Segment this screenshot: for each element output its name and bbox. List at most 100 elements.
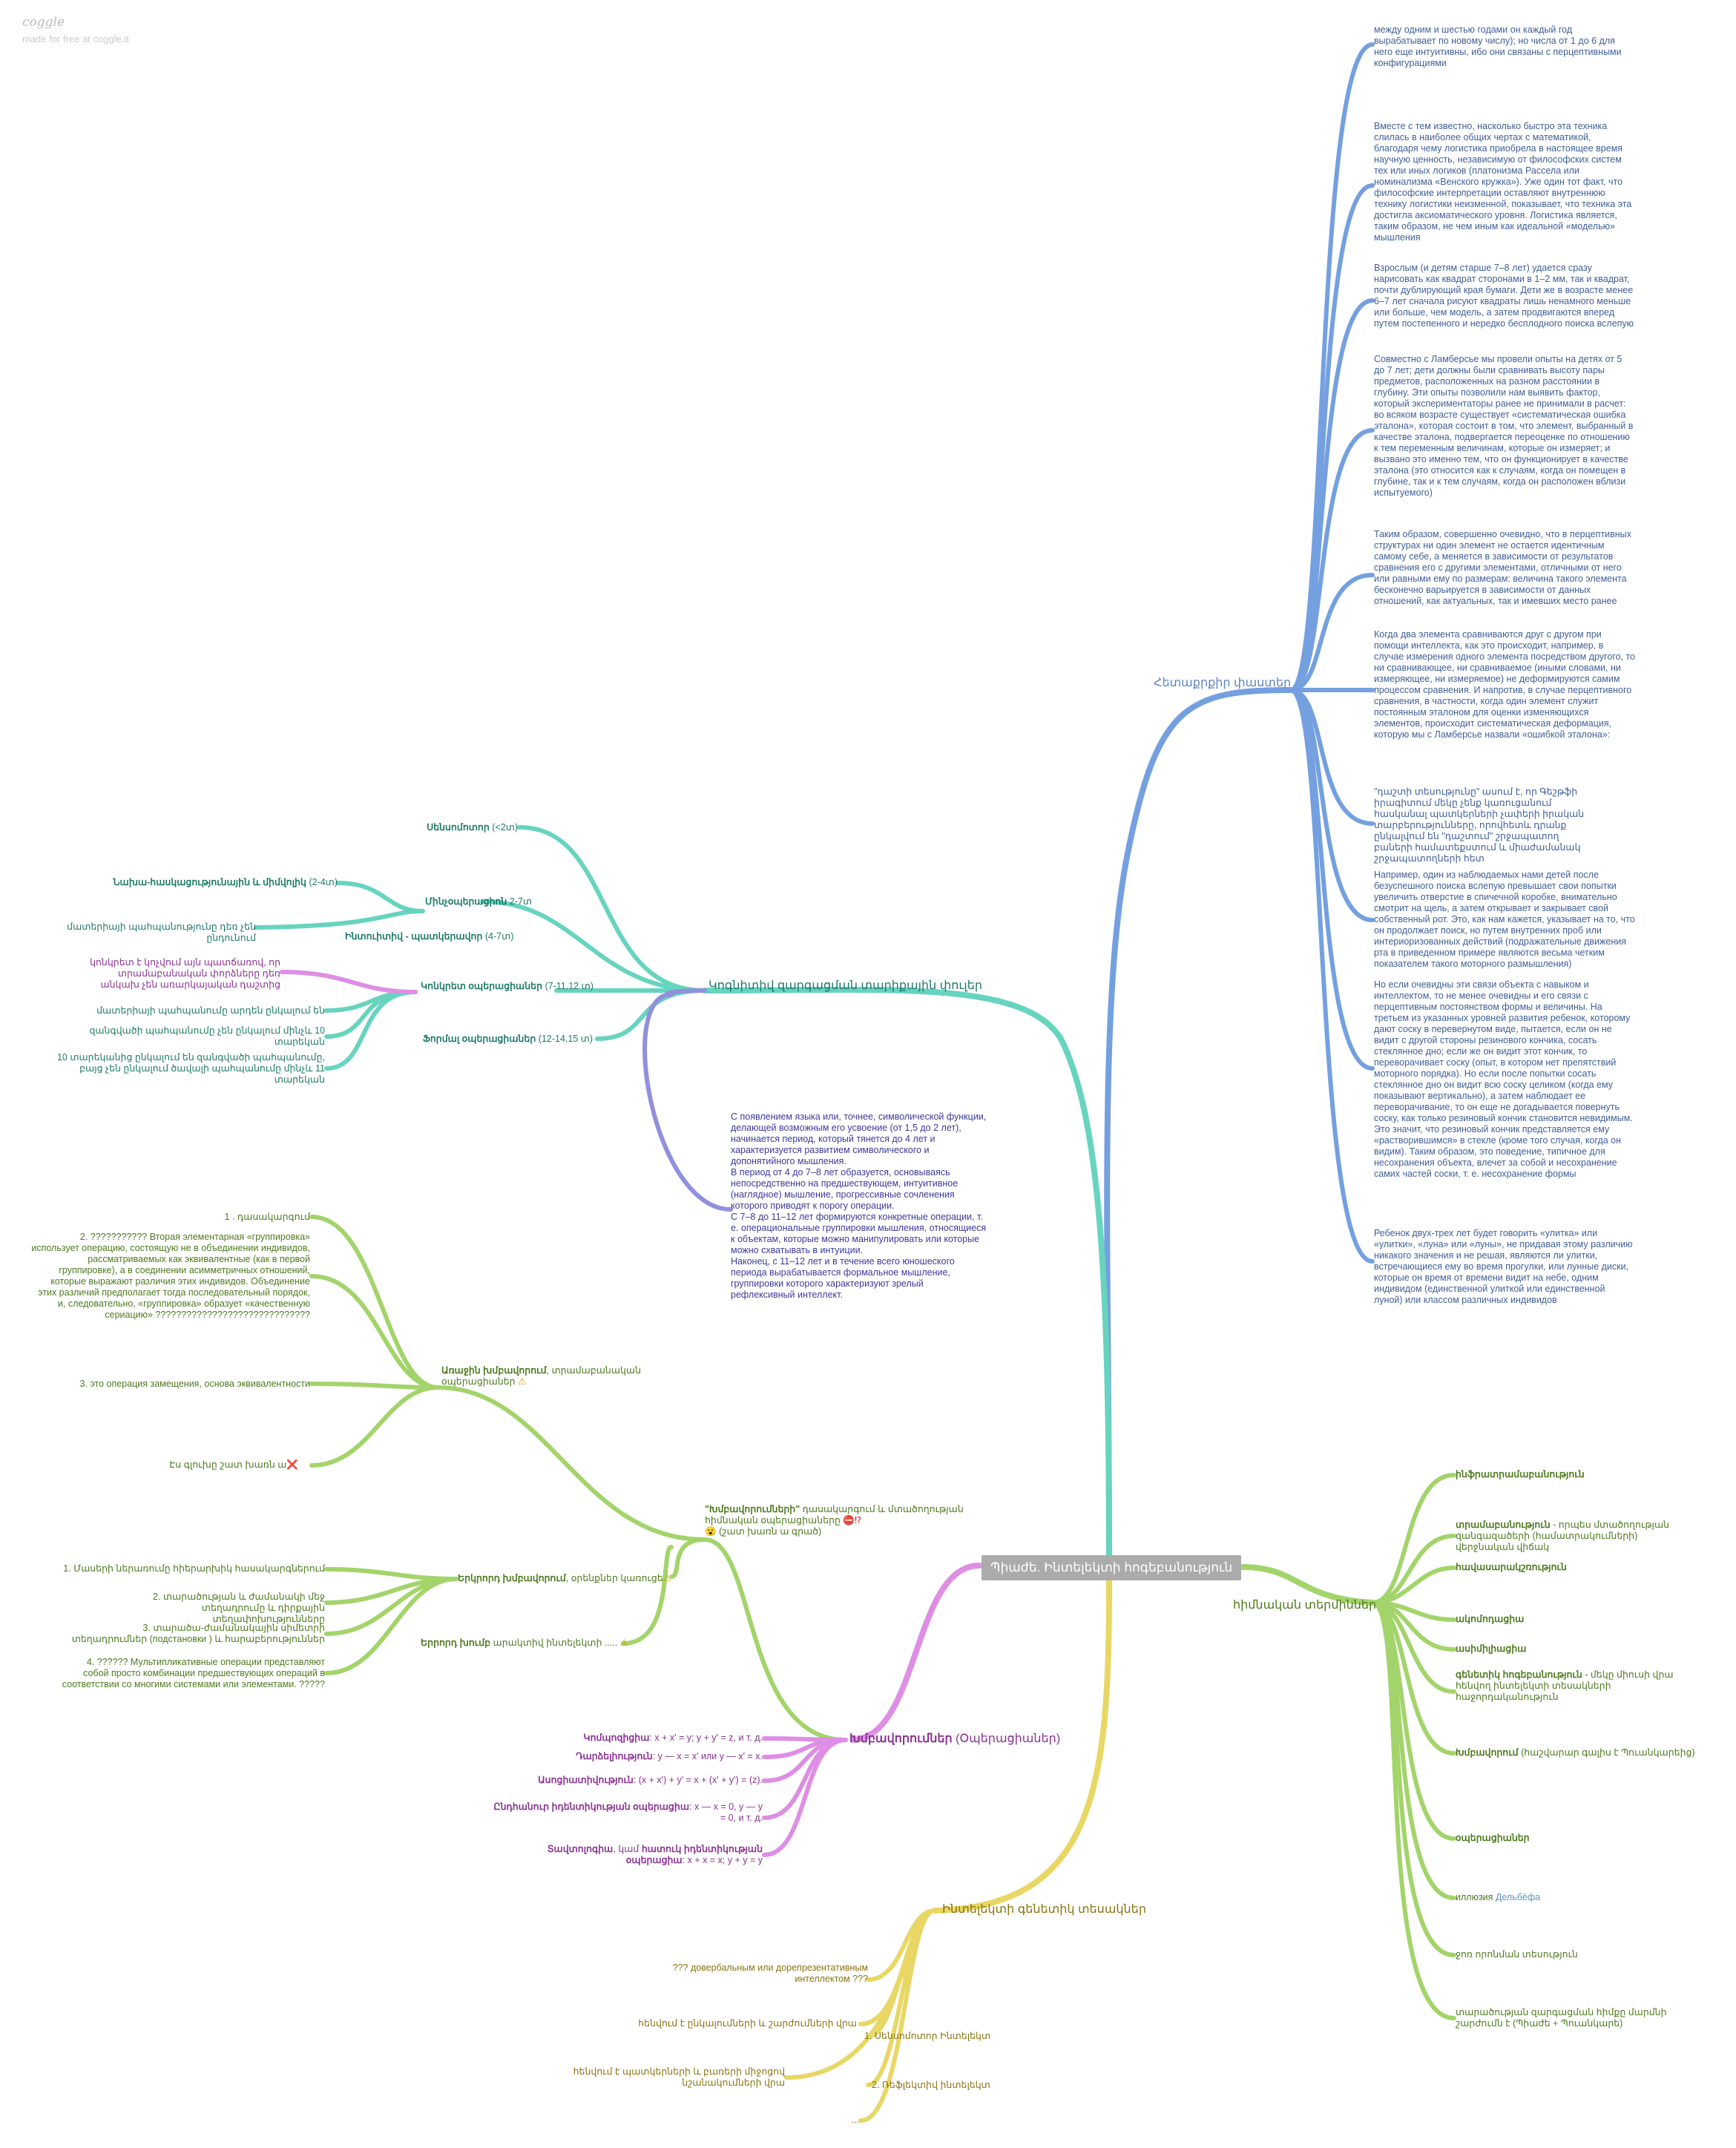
term-11[interactable]: տարածության զարգացման հիմքը մարմնի շարժո…	[1456, 2007, 1693, 2029]
branch-groupings-title[interactable]: Խմբավորումներ (Օպերացիաներ)	[849, 1732, 1060, 1746]
warning-icon: ⚠	[619, 1638, 629, 1648]
link-preop-symbolic	[335, 881, 425, 913]
root-node[interactable]: Պիաժե. Ինտելեկտի հոգեբանություն	[982, 1555, 1241, 1580]
first-item-1[interactable]: 1 . դասակարգում	[224, 1212, 310, 1222]
term-9[interactable]: иллюзия Дельбёфа	[1456, 1892, 1678, 1903]
second-item-4[interactable]: 4. ?????? Мультипликативные операции пре…	[62, 1657, 325, 1689]
first-item-4[interactable]: Էս գլուխը շատ խառն ա❌	[74, 1459, 298, 1471]
groupings-header-bold: "Խմբավորումների"	[705, 1504, 800, 1514]
term-3[interactable]: հավասարակշռություն	[1456, 1562, 1678, 1573]
term-6[interactable]: գենետիկ հոգեբանություն - մեկը միուսի վրա…	[1456, 1669, 1678, 1703]
stage-symbolic-age: (2-4տ)	[309, 877, 338, 887]
concrete-note-4[interactable]: 10 տարեկանից ընկալում են զանգվածի պահպան…	[56, 1052, 325, 1085]
link-concrete-note-3	[324, 990, 418, 1039]
branch-genetic-title[interactable]: Ինտելեկտի գենետիկ տեսակներ	[942, 1903, 1146, 1916]
property-composition[interactable]: Կոմպոզիցիա: x + x' = y; y + y' = z, и т.…	[460, 1732, 763, 1744]
genetic-item-6[interactable]: ...	[851, 2115, 859, 2125]
link-second-item-1	[324, 1567, 458, 1581]
link-stages-summary	[642, 988, 733, 1212]
stage-concrete[interactable]: Կոնկրետ օպերացիաներ (7-11,12 տ)	[421, 981, 614, 992]
grouping-second-rest: , օրենքներ կառուցե	[565, 1573, 663, 1583]
term-rest: տարածության զարգացման հիմքը մարմնի շարժո…	[1456, 2007, 1667, 2029]
stage-formal[interactable]: Ֆորմալ օպերացիաներ (12-14,15 տ)	[423, 1034, 616, 1045]
perception-note-1[interactable]: между одним и шестью годами он каждый го…	[1374, 24, 1622, 68]
grouping-second[interactable]: Երկրորդ խմբավորում, օրենքներ կառուցե⚠	[458, 1573, 680, 1584]
genetic-item-3[interactable]: 1. Սենսոմոտոր Ինտելեկտ	[864, 2031, 991, 2041]
term-5[interactable]: ասիմիլիացիա	[1456, 1643, 1678, 1655]
grouping-first-bold: Առաջին խմբավորում	[441, 1365, 547, 1376]
perception-note-10[interactable]: Ребенок двух-трех лет будет говорить «ул…	[1374, 1228, 1633, 1305]
summary-para-2: В период от 4 до 7–8 лет образуется, осн…	[731, 1167, 959, 1211]
stage-intuitive-note[interactable]: մատերիայի պահպանությունը դեռ չեն ընդունո…	[67, 922, 256, 943]
property-name: Ընդհանուր իդենտիկության օպերացիա	[493, 1802, 690, 1812]
second-item-2[interactable]: 2. տարածության և ժամանակի մեջ տեղադրումը…	[152, 1592, 325, 1624]
first-item-2[interactable]: 2. ??????????? Вторая элементарная «груп…	[31, 1232, 310, 1320]
second-item-1[interactable]: 1. Մասերի ներառումը հիերարխիկ հասակարգնե…	[63, 1563, 325, 1574]
property-reversibility[interactable]: Դարձելիություն: y — x = x' или y — x' = …	[460, 1751, 763, 1762]
perception-note-9[interactable]: Но если очевидны эти связи объекта с нав…	[1374, 979, 1633, 1179]
link-prop-5	[762, 1738, 848, 1857]
perception-note-5[interactable]: Таким образом, совершенно очевидно, что …	[1374, 529, 1631, 606]
first-item-3[interactable]: 3. это операция замещения, основа эквива…	[79, 1379, 311, 1389]
perception-note-3[interactable]: Взрослым (и детям старше 7–8 лет) удаетс…	[1374, 263, 1634, 329]
second-item-3[interactable]: 3. տարածա-ժամանակային սիմետրի տեղադրումն…	[71, 1623, 325, 1644]
link-concrete-note-4	[324, 990, 418, 1071]
term-bold: ինֆրատրամաբանություն	[1456, 1469, 1585, 1479]
term-link[interactable]: Дельбёфа	[1495, 1892, 1541, 1902]
branch-stages-title[interactable]: Կոգնիտիվ զարգացման տարիքային փուլեր	[708, 979, 982, 992]
stage-preop[interactable]: Մինչօպերացիոն 2-7տ	[425, 896, 573, 907]
perception-note-2[interactable]: Вместе с тем известно, насколько быстро …	[1374, 121, 1632, 243]
term-7[interactable]: Խմբավորում (հաշվարար գալիս է Պուանկարեից…	[1456, 1747, 1708, 1758]
grouping-first[interactable]: Առաջին խմբավորում, տրամաբանական օպերացիա…	[441, 1365, 649, 1387]
genetic-item-4[interactable]: հենվում է պատկերների և բառերի միջոցով նշ…	[573, 2066, 785, 2088]
link-root-groupings	[850, 1563, 982, 1743]
term-2[interactable]: տրամաբանություն - որպես մտածողության զան…	[1456, 1520, 1678, 1553]
link-root-genetic	[932, 1577, 1112, 1914]
grouping-third[interactable]: Երրորդ խումբ արակտիվ ինտելեկտի ..... ⚠	[421, 1638, 643, 1649]
coggle-logo[interactable]: coggle	[22, 15, 65, 30]
link-concrete-note-1	[280, 970, 418, 994]
link-terms-item-1	[1370, 1473, 1456, 1605]
property-associativity[interactable]: Ասոցիատիվություն: (x + x') + y' = x + (x…	[445, 1775, 763, 1786]
concrete-note-2[interactable]: մատերիայի պահպանումը արդեն ընկալում են	[96, 1005, 325, 1016]
property-tautology[interactable]: Տավտոլոգիա, կամ հատուկ իդենտիկության օպե…	[519, 1844, 763, 1866]
stage-formal-label: Ֆորմալ օպերացիաներ	[423, 1034, 536, 1044]
link-stages-sensorimotor	[517, 825, 707, 993]
link-preop-intuitive	[254, 909, 425, 930]
genetic-item-2[interactable]: հենվում է ընկալումների և շարժումների վրա	[638, 2018, 857, 2029]
term-bold: Խմբավորում	[1456, 1747, 1519, 1758]
link-header-first	[435, 1385, 707, 1542]
link-perception-note-9	[1289, 688, 1375, 1071]
perception-note-4[interactable]: Совместно с Ламберсье мы провели опыты н…	[1374, 354, 1634, 498]
term-1[interactable]: ինֆրատրամաբանություն	[1456, 1469, 1678, 1480]
stages-summary[interactable]: С появлением языка или, точнее, символич…	[731, 1111, 987, 1301]
groupings-header-note: (շատ խառն ա գրած)	[719, 1526, 822, 1537]
link-first-item-3	[309, 1382, 440, 1390]
property-identity[interactable]: Ընդհանուր իդենտիկության օպերացիա: x — x …	[490, 1802, 763, 1824]
genetic-item-1[interactable]: ??? довербальным или дорепрезентативным …	[672, 1963, 868, 1984]
concrete-note-3[interactable]: զանգվածի պահպանումը չեն ընկալում մինչև 1…	[89, 1025, 325, 1047]
term-rest: (հաշվարար գալիս է Պուանկարեից)	[1518, 1747, 1695, 1758]
term-10[interactable]: ջոռ որոնման տեսություն	[1456, 1949, 1678, 1960]
stage-concrete-age: (7-11,12 տ)	[545, 981, 594, 991]
perception-note-8[interactable]: Например, один из наблюдаемых нами детей…	[1374, 870, 1635, 969]
branch-perception-title[interactable]: Հետաքրքիր փաստեր	[1154, 677, 1292, 689]
term-8[interactable]: օպերացիաներ	[1456, 1833, 1678, 1844]
tagline: made for free at coggle.it	[22, 33, 129, 45]
stage-intuitive[interactable]: Ինտուիտիվ - պատկերավոր (4-7տ)	[345, 931, 523, 942]
warning-icon: ⚠	[662, 1573, 671, 1583]
property-name: Տավտոլոգիա	[547, 1844, 614, 1854]
concrete-note-1[interactable]: կոնկրետ է կոչվում այն պատճառով, որ տրամա…	[90, 957, 280, 990]
branch-terms-title[interactable]: հիմնական տերմիններ	[1233, 1599, 1377, 1612]
stage-symbolic[interactable]: Նախա-հասկացությունային և միմվոլիկ (2-4տ)	[104, 877, 338, 888]
groupings-header[interactable]: "Խմբավորումների" դասակարգում և մտածողութ…	[705, 1504, 964, 1537]
genetic-item-5[interactable]: 2. Ռեֆլեկտիվ ինտելեկտ	[872, 2080, 990, 2090]
link-header-second	[669, 1537, 707, 1579]
perception-note-7[interactable]: "դաշտի տեսությունը" ասում է, որ Գեշթֆի ի…	[1374, 786, 1585, 864]
term-4[interactable]: ակոմոդացիա	[1456, 1614, 1678, 1625]
perception-note-6[interactable]: Когда два элемента сравниваются друг с д…	[1374, 629, 1636, 740]
stage-sensorimotor[interactable]: Սենսոմոտոր (<2տ)	[334, 822, 518, 833]
property-name: Կոմպոզիցիա	[583, 1732, 650, 1743]
grouping-first-rest: , տրամաբանական օպերացիաներ	[441, 1365, 642, 1387]
